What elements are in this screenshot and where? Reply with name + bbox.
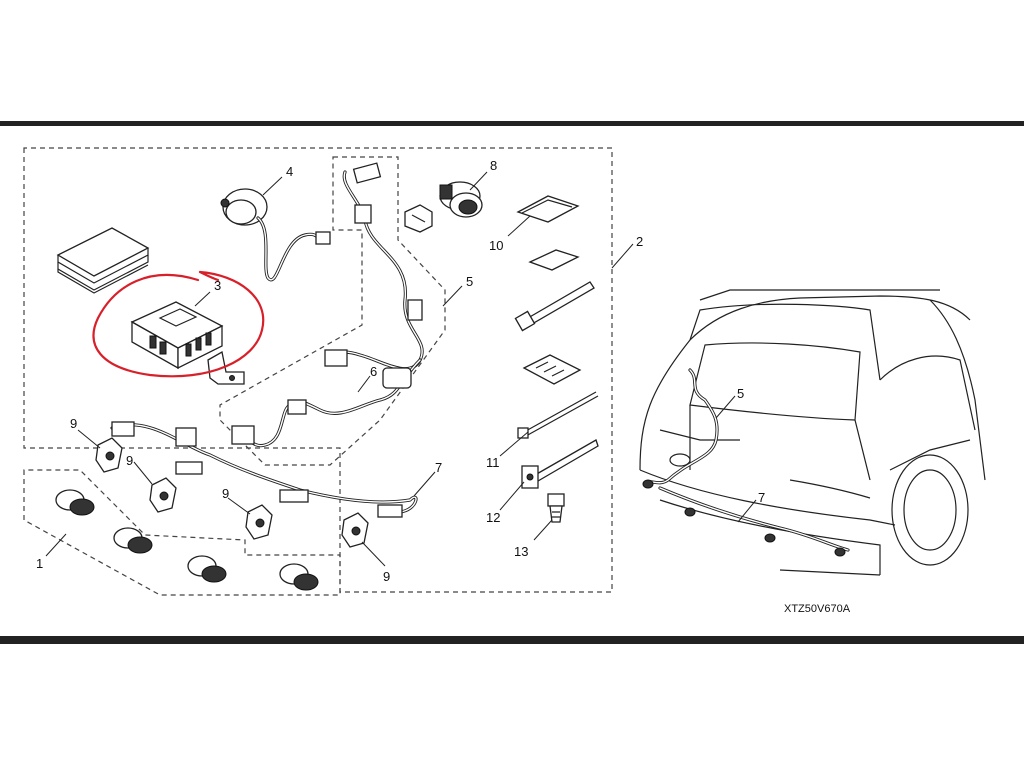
harness-5 xyxy=(231,162,424,448)
sensor-holder-c xyxy=(245,504,273,540)
callout-2: 2 xyxy=(636,234,643,249)
buzzer xyxy=(220,188,331,282)
parking-sensor-a xyxy=(55,489,95,516)
callout-11: 11 xyxy=(486,455,500,470)
sensor-holder-b xyxy=(149,477,177,513)
parking-sensor-d xyxy=(279,563,319,591)
callout-5: 5 xyxy=(466,274,473,289)
parking-sensor-b xyxy=(113,527,153,554)
callout-9-b: 9 xyxy=(126,453,133,468)
foam-pad xyxy=(522,354,582,385)
sensor-holder-a xyxy=(95,437,123,473)
cable-tie xyxy=(517,391,599,439)
main-switch xyxy=(439,181,483,218)
group-outline-sensors xyxy=(23,469,341,596)
callout-10: 10 xyxy=(489,238,503,253)
harness-7 xyxy=(110,421,418,518)
callout-5-vehicle: 5 xyxy=(737,386,744,401)
callout-12: 12 xyxy=(486,510,500,525)
callout-9-d: 9 xyxy=(383,569,390,584)
mounting-bracket xyxy=(207,350,245,385)
callout-8: 8 xyxy=(490,158,497,173)
harness-clip xyxy=(404,204,433,233)
control-unit xyxy=(130,301,224,370)
callout-13: 13 xyxy=(514,544,528,559)
push-clip xyxy=(547,493,565,523)
callout-3: 3 xyxy=(214,278,221,293)
callout-6: 6 xyxy=(370,364,377,379)
adhesive-tape xyxy=(516,195,580,271)
annotation-circle xyxy=(92,270,265,378)
callout-4: 4 xyxy=(286,164,293,179)
callout-7: 7 xyxy=(435,460,442,475)
parking-sensor-c xyxy=(187,555,227,583)
vehicle-rear-illustration xyxy=(639,289,986,576)
sensor-holder-d xyxy=(341,512,369,548)
callout-7-vehicle: 7 xyxy=(758,490,765,505)
diagram-code: XTZ50V670A xyxy=(784,603,851,615)
leader-lines xyxy=(45,171,757,567)
frame-top-bar xyxy=(0,121,1024,126)
tie-clip xyxy=(521,439,599,489)
callout-1: 1 xyxy=(36,556,43,571)
frame-bottom-bar xyxy=(0,636,1024,644)
manual-booklet xyxy=(56,227,150,294)
cable-tie-anchor xyxy=(514,281,595,332)
callout-9-a: 9 xyxy=(70,416,77,431)
callout-9-c: 9 xyxy=(222,486,229,501)
group-outline-sensor-harness xyxy=(219,156,446,466)
